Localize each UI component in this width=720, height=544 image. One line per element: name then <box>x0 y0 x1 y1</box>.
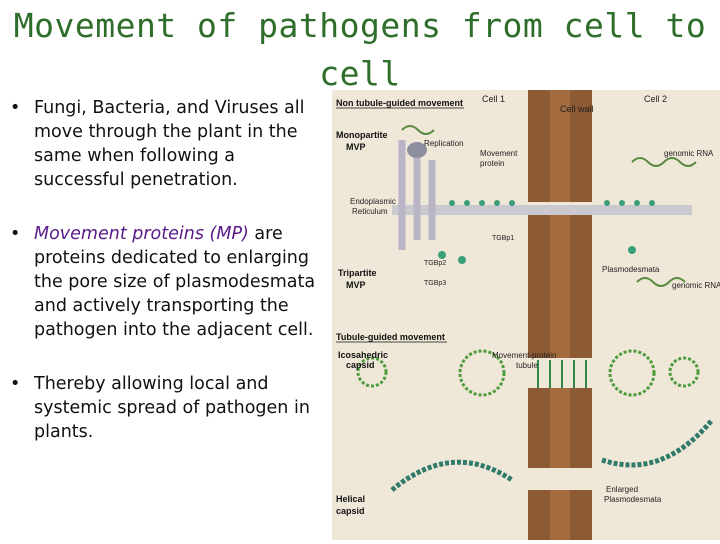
slide-title: Movement of pathogens from cell to cell <box>0 2 720 98</box>
movement-protein-label: Movement <box>480 149 518 158</box>
monopartite-label: Monopartite <box>336 130 388 140</box>
tubule-heading: Tubule-guided movement <box>336 332 445 342</box>
tgbp1-label: TGBp1 <box>492 235 514 242</box>
tripartite-label: Tripartite <box>338 268 377 278</box>
non-tubule-heading: Non tubule-guided movement <box>336 98 463 108</box>
cell-1-label: Cell 1 <box>482 94 505 104</box>
er-label-2: Reticulum <box>352 207 388 216</box>
bullet-list: • Fungi, Bacteria, and Viruses all move … <box>10 96 330 474</box>
genomic-rna-label: genomic RNA <box>664 149 714 158</box>
bullet-text: Thereby allowing local and systemic spre… <box>34 374 310 442</box>
title-line-2: cell <box>319 54 401 93</box>
enlarged-label: Enlarged <box>606 485 638 494</box>
bullet-text: Fungi, Bacteria, and Viruses all move th… <box>34 98 305 190</box>
genomic-rna-label-2: genomic RNA <box>672 281 720 290</box>
genomic-rna-strand <box>631 157 697 167</box>
er-cisternae <box>398 140 436 250</box>
helical-label: Helical <box>336 494 365 504</box>
movement-protein-label-2: protein <box>480 159 504 168</box>
enlarged-label-2: Plasmodesmata <box>604 495 662 504</box>
movement-protein-dots <box>438 200 655 264</box>
tgbp2-label: TGBp2 <box>424 260 446 267</box>
cell-2-label: Cell 2 <box>644 94 667 104</box>
enlarged-plasmodesma <box>528 468 592 490</box>
movement-proteins-term: Movement proteins (MP) <box>34 224 249 244</box>
bullet-dot: • <box>10 374 21 394</box>
icosahedral-capsids <box>356 349 700 397</box>
icosahedric-label: Icosahedric <box>338 350 388 360</box>
bullet-item: • Movement proteins (MP) are proteins de… <box>10 222 330 342</box>
er-label: Endoplasmic <box>350 197 396 206</box>
mvp-label: MVP <box>346 142 366 152</box>
capsid-label-2: capsid <box>336 506 365 516</box>
bullet-dot: • <box>10 224 21 244</box>
bullet-text: are proteins dedicated to enlarging the … <box>34 224 316 340</box>
mp-tubule-label: Movement-protein <box>492 351 556 360</box>
movement-diagram: Non tubule-guided movement Cell 1 Cell 2… <box>332 90 720 540</box>
bullet-item: • Thereby allowing local and systemic sp… <box>10 372 330 444</box>
tubule-arrows <box>537 360 587 388</box>
plasmodesmata-label: Plasmodesmata <box>602 265 660 274</box>
replication-complex <box>407 142 427 158</box>
title-line-1: Movement of pathogens from cell to <box>13 6 707 45</box>
capsid-label: capsid <box>346 360 375 370</box>
mp-tubule-label-2: tubule <box>516 361 538 370</box>
bullet-dot: • <box>10 98 21 118</box>
helical-capsid <box>390 418 714 492</box>
genomic-rna-strand <box>401 125 435 135</box>
replication-label: Replication <box>424 139 464 148</box>
tgbp3-label: TGBp3 <box>424 280 446 287</box>
cell-wall-label: Cell wall <box>560 104 594 114</box>
movement-diagram-svg: Non tubule-guided movement Cell 1 Cell 2… <box>336 90 720 540</box>
bullet-item: • Fungi, Bacteria, and Viruses all move … <box>10 96 330 192</box>
mvp-label-2: MVP <box>346 280 366 290</box>
genomic-rna-strand <box>636 277 686 287</box>
